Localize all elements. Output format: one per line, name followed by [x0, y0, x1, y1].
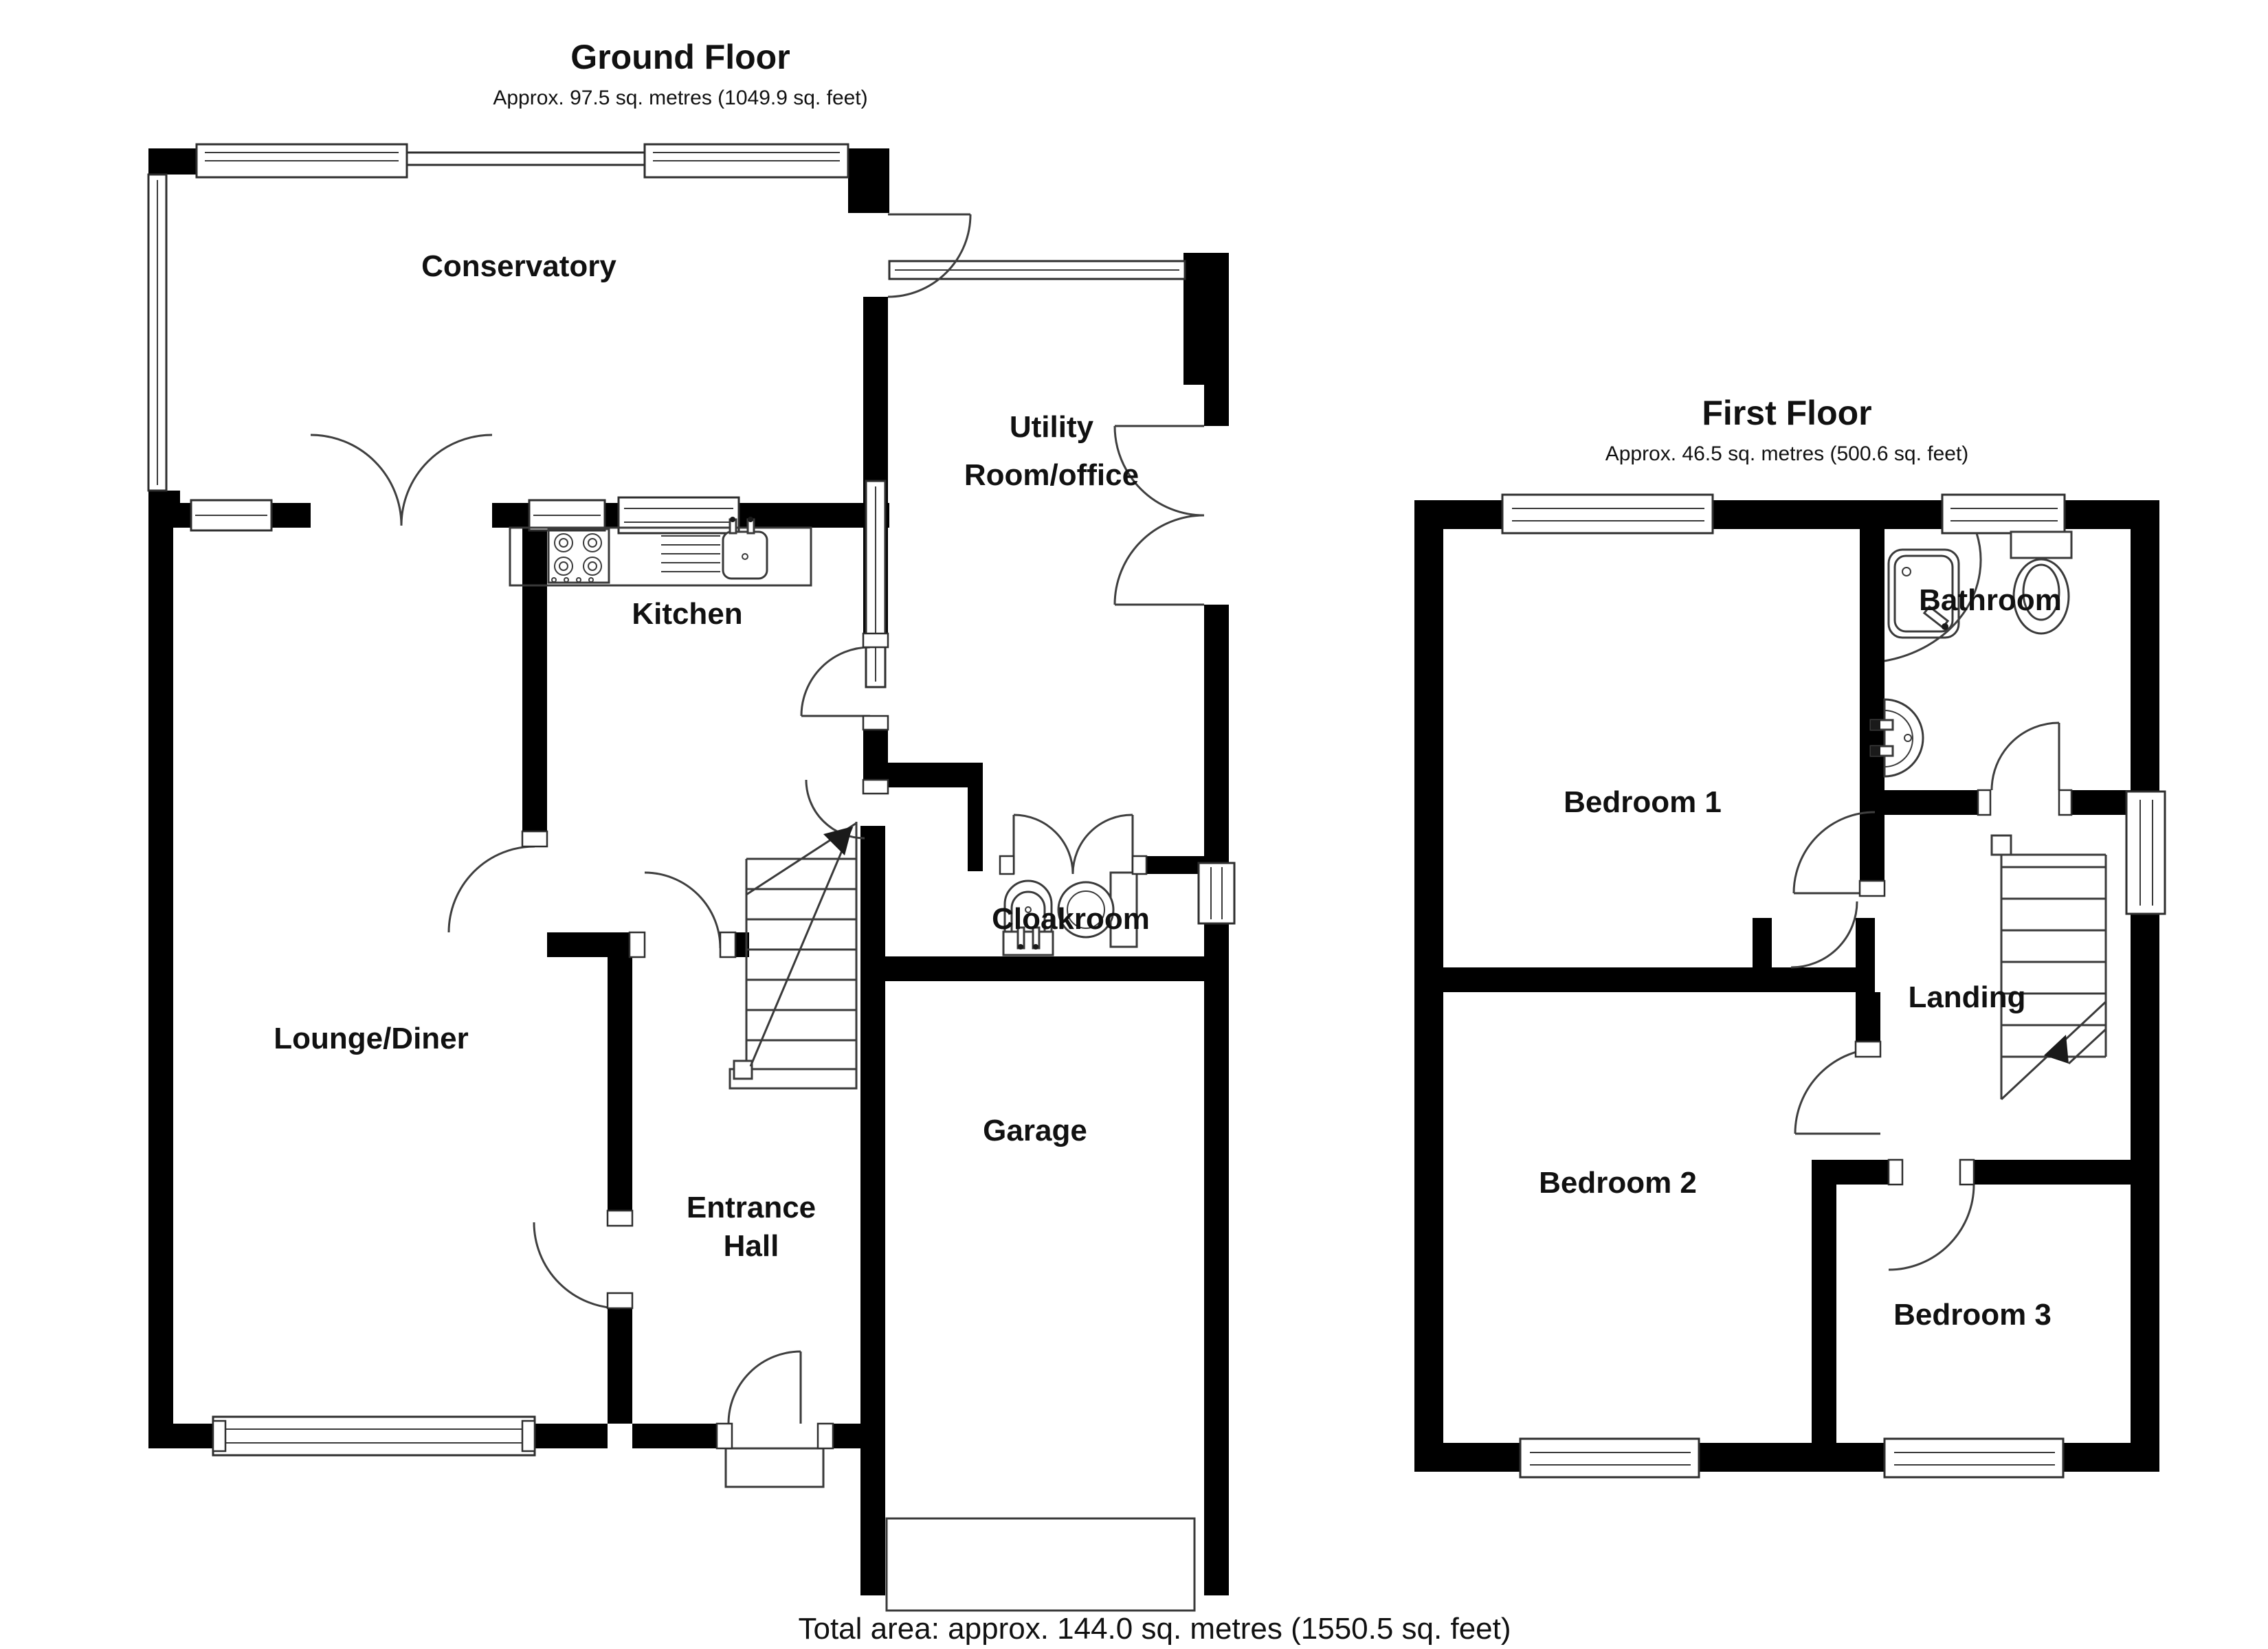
room-label-utility-line2: Room/office — [964, 458, 1139, 492]
kitchen-counter — [509, 517, 812, 587]
ground-floor-plan: Conservatory Utility Room/office Kitchen… — [147, 143, 1236, 1612]
kitchen-sink-icon — [661, 517, 768, 580]
bedroom3-door-icon — [1888, 1184, 1975, 1271]
hall-door-icon — [805, 779, 865, 840]
bedroom2-window-icon — [1519, 1437, 1700, 1479]
room-label-lounge-diner: Lounge/Diner — [274, 1022, 469, 1055]
toilet-icon — [1002, 879, 1054, 956]
garage-door-icon — [885, 1517, 1196, 1612]
kitchen-lounge-door-icon — [447, 845, 535, 933]
first-floor-plan: Bedroom 1 Bathroom Landing Bedroom 2 Bed… — [1414, 493, 2166, 1479]
first-floor-title: First Floor — [1702, 394, 1871, 432]
cupboard-door-icon — [1790, 901, 1858, 969]
first-floor-title-block: First Floor Approx. 46.5 sq. metres (500… — [1605, 394, 1969, 465]
room-label-garage: Garage — [983, 1114, 1087, 1147]
room-label-cloakroom: Cloakroom — [992, 902, 1150, 936]
stairs-arrow-icon — [2044, 1035, 2069, 1064]
conservatory-sill — [405, 151, 646, 166]
cloakroom-doors-icon — [1012, 814, 1134, 875]
room-label-conservatory: Conservatory — [421, 249, 616, 283]
utility-kitchen-door-icon — [800, 646, 871, 717]
bathroom-basin-icon — [1869, 698, 1924, 778]
door-jambs — [521, 632, 1148, 1450]
front-door-icon — [724, 1350, 825, 1488]
room-label-bedroom3: Bedroom 3 — [1893, 1298, 2052, 1332]
room-label-bedroom1: Bedroom 1 — [1564, 785, 1722, 819]
room-label-landing: Landing — [1908, 980, 2025, 1014]
bathroom-door-icon — [1990, 721, 2060, 791]
stairs-up-arrow-icon — [823, 827, 852, 855]
conservatory-glazing — [147, 143, 849, 492]
toilet-icon — [2010, 530, 2073, 635]
lounge-hall-door-icon — [533, 1222, 621, 1310]
room-label-entrance-line2: Hall — [724, 1229, 779, 1263]
utility-double-doors-icon — [1113, 425, 1227, 606]
room-label-utility-line1: Utility — [1010, 410, 1094, 444]
first-floor-walls — [1414, 500, 2159, 1472]
shower-icon — [1884, 532, 1982, 662]
ground-floor-title: Ground Floor — [570, 38, 790, 76]
room-label-kitchen: Kitchen — [632, 597, 742, 631]
ground-walls — [148, 148, 1229, 1595]
hob-icon — [547, 528, 610, 584]
bedroom2-door-icon — [1794, 1047, 1881, 1135]
stairs-icon — [729, 822, 858, 1090]
cloakroom-basin-icon — [1057, 871, 1138, 948]
room-label-bathroom: Bathroom — [1919, 583, 2062, 617]
first-floor-windows — [1501, 493, 2166, 1479]
room-label-entrance-line1: Entrance — [687, 1191, 816, 1224]
lounge-window-icon — [212, 1415, 536, 1457]
utility-conservatory-door-icon — [887, 213, 972, 298]
first-floor-area: Approx. 46.5 sq. metres (500.6 sq. feet) — [1605, 442, 1969, 465]
first-floor-jambs — [1854, 789, 2073, 1186]
bedroom3-window-icon — [1883, 1437, 2065, 1479]
cloakroom-window-icon — [1197, 862, 1236, 925]
bathroom-window-icon — [1941, 493, 2066, 535]
landing-window-icon — [2125, 790, 2166, 915]
room-label-bedroom2: Bedroom 2 — [1539, 1166, 1697, 1200]
ground-floor-area: Approx. 97.5 sq. metres (1049.9 sq. feet… — [493, 87, 867, 109]
total-area-label: Total area: approx. 144.0 sq. metres (15… — [798, 1612, 1511, 1646]
bedroom1-window-icon — [1501, 493, 1714, 535]
kitchen-hall-door-icon — [644, 871, 722, 949]
ground-floor-title-block: Ground Floor Approx. 97.5 sq. metres (10… — [493, 38, 867, 109]
french-doors-icon — [310, 434, 493, 526]
stairs-icon — [1990, 834, 2107, 1101]
